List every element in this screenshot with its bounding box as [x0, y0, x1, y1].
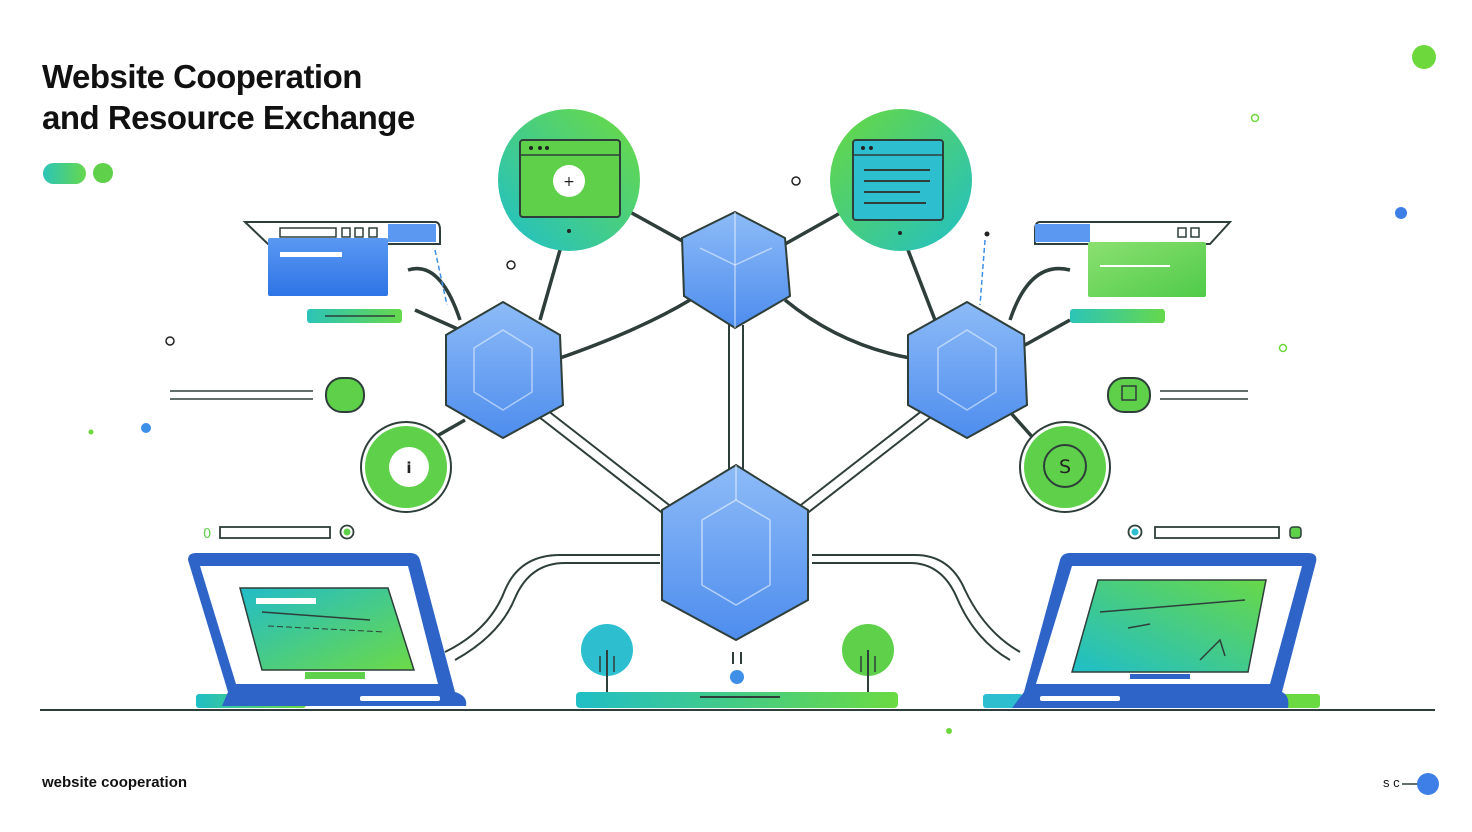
browser-panel-left — [242, 221, 441, 323]
app-window-icon: + — [498, 109, 640, 251]
blockchain-node-icon — [907, 300, 1029, 440]
svg-text:+: + — [563, 174, 575, 190]
footer-right-label: s c — [1383, 775, 1400, 790]
network-links-thin — [444, 325, 1021, 664]
decor-dot — [93, 163, 113, 183]
page-title-line-1: Website Cooperation — [42, 58, 362, 95]
page-title: Website Cooperation and Resource Exchang… — [42, 56, 415, 138]
decor-pill — [43, 163, 86, 184]
dollar-badge-text: S — [1059, 456, 1071, 478]
dollar-coin-icon: S — [1019, 421, 1111, 513]
dashed-connector — [434, 249, 448, 306]
ground-platform — [576, 692, 898, 708]
blockchain-node-icon — [661, 463, 809, 642]
document-window-icon — [830, 109, 972, 251]
tree-icon — [842, 624, 894, 692]
svg-text:0: 0 — [203, 527, 211, 542]
footer-dot — [1417, 773, 1439, 795]
browser-panel-right — [1034, 221, 1233, 323]
status-bar-left: 0 — [203, 524, 355, 542]
decor-dots — [88, 45, 1436, 734]
blockchain-node-icon — [680, 210, 792, 330]
svg-text:i: i — [406, 459, 411, 477]
status-bar-right — [1127, 524, 1302, 540]
dashed-connector — [979, 239, 986, 306]
laptop-icon — [188, 553, 467, 708]
tree-icon — [581, 624, 633, 692]
info-icon: i — [360, 421, 452, 513]
blockchain-node-icon — [445, 300, 565, 440]
laptop-icon — [983, 553, 1320, 708]
side-widget-right — [1107, 377, 1248, 413]
link-dot — [730, 670, 744, 684]
side-widget-left — [170, 377, 365, 413]
footer-label: website cooperation — [42, 774, 188, 791]
page-title-line-2: and Resource Exchange — [42, 99, 415, 136]
